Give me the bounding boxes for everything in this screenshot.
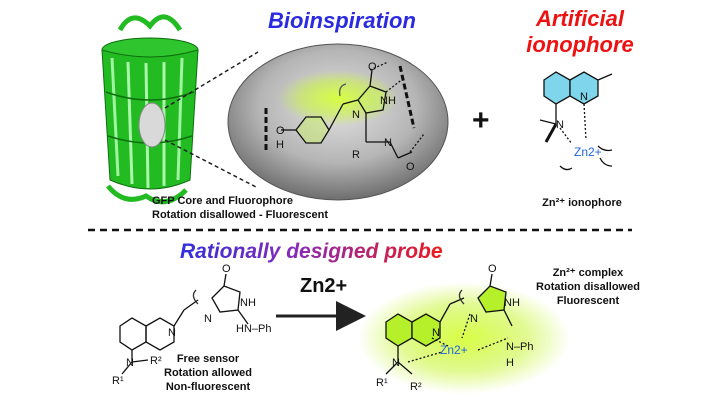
gfp-chromophore-structure xyxy=(264,61,425,159)
plus-sign: + xyxy=(472,104,490,137)
ionophore-atom-N-amine: N xyxy=(556,119,564,131)
rational-probe-title: Rationally designed probe xyxy=(180,240,443,263)
free-sensor-line2: Rotation allowed xyxy=(164,367,252,379)
zoom-line-bottom xyxy=(164,139,259,189)
complex-zn-label: Zn2+ xyxy=(440,343,468,357)
gfp-protein-barrel xyxy=(101,14,199,205)
complex-atom-N-amine: N xyxy=(392,357,400,369)
sensor-atom-R2: R² xyxy=(150,355,162,367)
complex-atom-R1: R¹ xyxy=(376,377,388,389)
free-sensor-line1: Free sensor xyxy=(177,353,240,365)
complex-glow xyxy=(358,282,570,394)
atom-N-amide: N xyxy=(384,137,392,149)
gfp-caption-line1: GFP Core and Fluorophore xyxy=(152,195,293,207)
atom-O-phenol: O xyxy=(276,125,285,137)
complex-atom-N: N xyxy=(470,313,478,325)
artificial-title-line1: Artificial xyxy=(535,6,625,31)
complex-atom-N-Ph: N–Ph xyxy=(506,341,534,353)
complex-atom-NH: NH xyxy=(504,297,520,309)
complex-atom-H: H xyxy=(506,357,514,369)
free-sensor-structure xyxy=(119,273,249,375)
chromophore-core xyxy=(138,102,166,148)
gfp-caption-line2: Rotation disallowed - Fluorescent xyxy=(152,209,328,221)
complex-line2: Rotation disallowed xyxy=(536,281,640,293)
complex-line1: Zn²⁺ complex xyxy=(553,267,624,279)
ionophore-caption: Zn²⁺ ionophore xyxy=(542,197,622,209)
free-sensor-line3: Non-fluorescent xyxy=(166,381,251,393)
ionophore-zn-label: Zn2+ xyxy=(574,145,602,159)
atom-R: R xyxy=(352,149,360,161)
sensor-atom-N-quinoline: N xyxy=(168,327,176,339)
sensor-atom-HN-Ph: HN–Ph xyxy=(236,323,271,335)
sensor-atom-N: N xyxy=(204,313,212,325)
artificial-title-line2: ionophore xyxy=(526,32,634,57)
ionophore-atom-N-ring: N xyxy=(580,91,588,103)
atom-H-phenol: H xyxy=(276,139,284,151)
complex-atom-R2: R² xyxy=(410,381,422,393)
atom-O-ring: O xyxy=(368,61,377,73)
sensor-atom-NH: NH xyxy=(240,297,256,309)
atom-O-amide: O xyxy=(406,161,415,173)
complex-atom-O: O xyxy=(488,263,497,275)
complex-atom-N-quinoline: N xyxy=(432,327,440,339)
sensor-atom-O: O xyxy=(222,263,231,275)
bioinspiration-title: Bioinspiration xyxy=(268,8,416,33)
sensor-atom-R1: R¹ xyxy=(112,375,124,387)
atom-NH-ring: NH xyxy=(380,95,396,107)
sensor-atom-N-amine: N xyxy=(126,357,134,369)
reaction-zn-label: Zn2+ xyxy=(300,275,347,297)
complex-line3: Fluorescent xyxy=(557,295,620,307)
zn-ionophore-structure xyxy=(539,71,613,171)
atom-N-ring: N xyxy=(352,109,360,121)
zn-complex-structure xyxy=(385,273,513,375)
